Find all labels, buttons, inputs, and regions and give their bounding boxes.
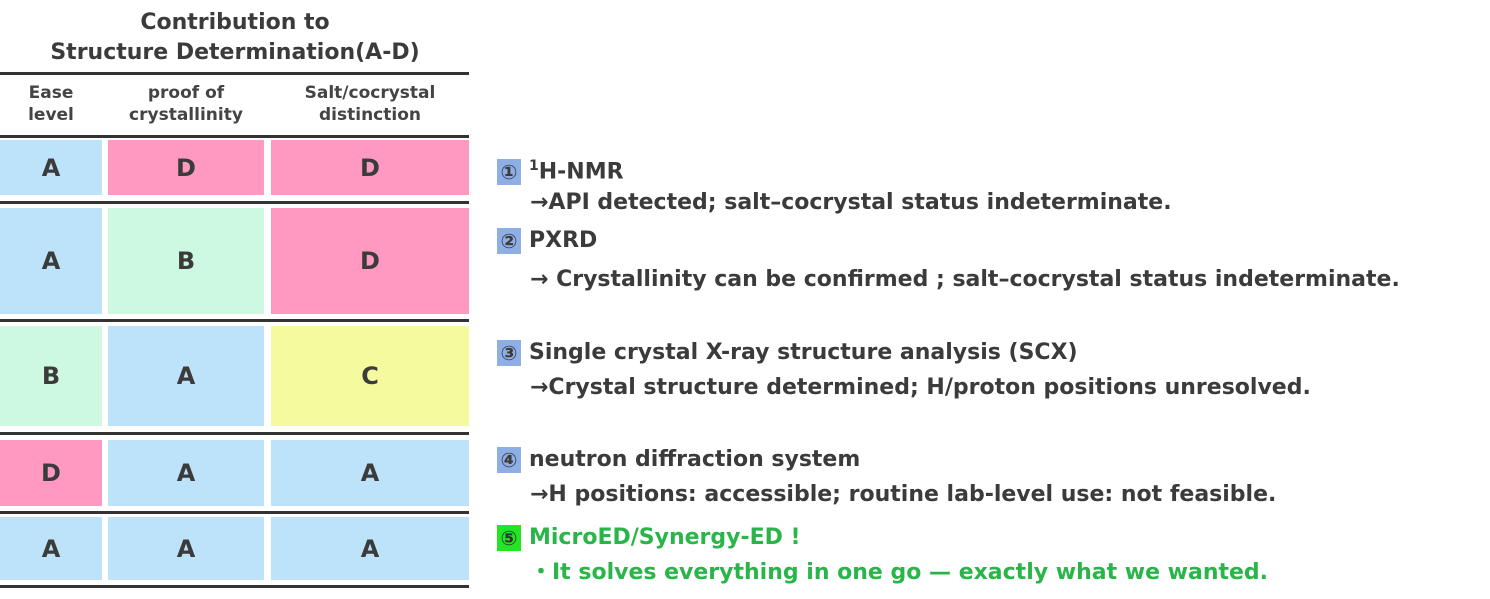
grade-cell: A (108, 440, 264, 506)
number-badge: ③ (497, 340, 521, 366)
method-name: neutron diffraction system (529, 447, 861, 472)
grade-cell: A (0, 208, 102, 314)
method-name: MicroED/Synergy-ED ! (529, 525, 801, 550)
row-divider (0, 432, 469, 435)
method-description: → Crystallinity can be confirmed ; salt–… (530, 267, 1400, 292)
grade-cell: C (271, 326, 469, 426)
number-badge: ① (497, 159, 521, 186)
number-badge: ⑤ (497, 525, 521, 551)
grade-cell: A (108, 517, 264, 580)
row-divider (0, 135, 469, 138)
grade-cell: D (108, 140, 264, 195)
method-description: ・It solves everything in one go — exactl… (530, 560, 1269, 585)
grade-cell: A (271, 440, 469, 506)
number-badge: ② (497, 228, 521, 254)
grade-cell: A (0, 140, 102, 195)
method-title: ③ Single crystal X-ray structure analysis… (497, 338, 1078, 368)
table-title: Contribution to Structure Determination(A… (0, 8, 470, 68)
title-line: Structure Determination(A-D) (50, 40, 420, 65)
title-line: Contribution to (140, 10, 330, 35)
method-description: →API detected; salt–cocrystal status ind… (530, 190, 1172, 215)
grade-cell: D (0, 440, 102, 506)
method-description: →Crystal structure determined; H/proton … (530, 375, 1311, 400)
divider (0, 72, 469, 75)
grade-cell: D (271, 208, 469, 314)
method-description: →H positions: accessible; routine lab-le… (530, 482, 1277, 507)
row-divider (0, 201, 469, 204)
number-badge: ④ (497, 447, 521, 473)
grade-cell: A (271, 517, 469, 580)
method-title: ② PXRD (497, 226, 597, 256)
grade-cell: A (0, 517, 102, 580)
method-title: ④ neutron diffraction system (497, 445, 860, 475)
method-name: Single crystal X-ray structure analysis … (529, 340, 1078, 365)
grade-cell: A (108, 326, 264, 426)
method-name: PXRD (529, 228, 598, 253)
row-divider (0, 585, 469, 588)
grade-cell: B (108, 208, 264, 314)
row-divider (0, 511, 469, 514)
grade-cell: D (271, 140, 469, 195)
grade-cell: B (0, 326, 102, 426)
method-title: ⑤ MicroED/Synergy-ED ! (497, 523, 801, 553)
row-divider (0, 319, 469, 322)
method-name: H-NMR (538, 159, 624, 185)
superscript: 1 (529, 158, 539, 174)
